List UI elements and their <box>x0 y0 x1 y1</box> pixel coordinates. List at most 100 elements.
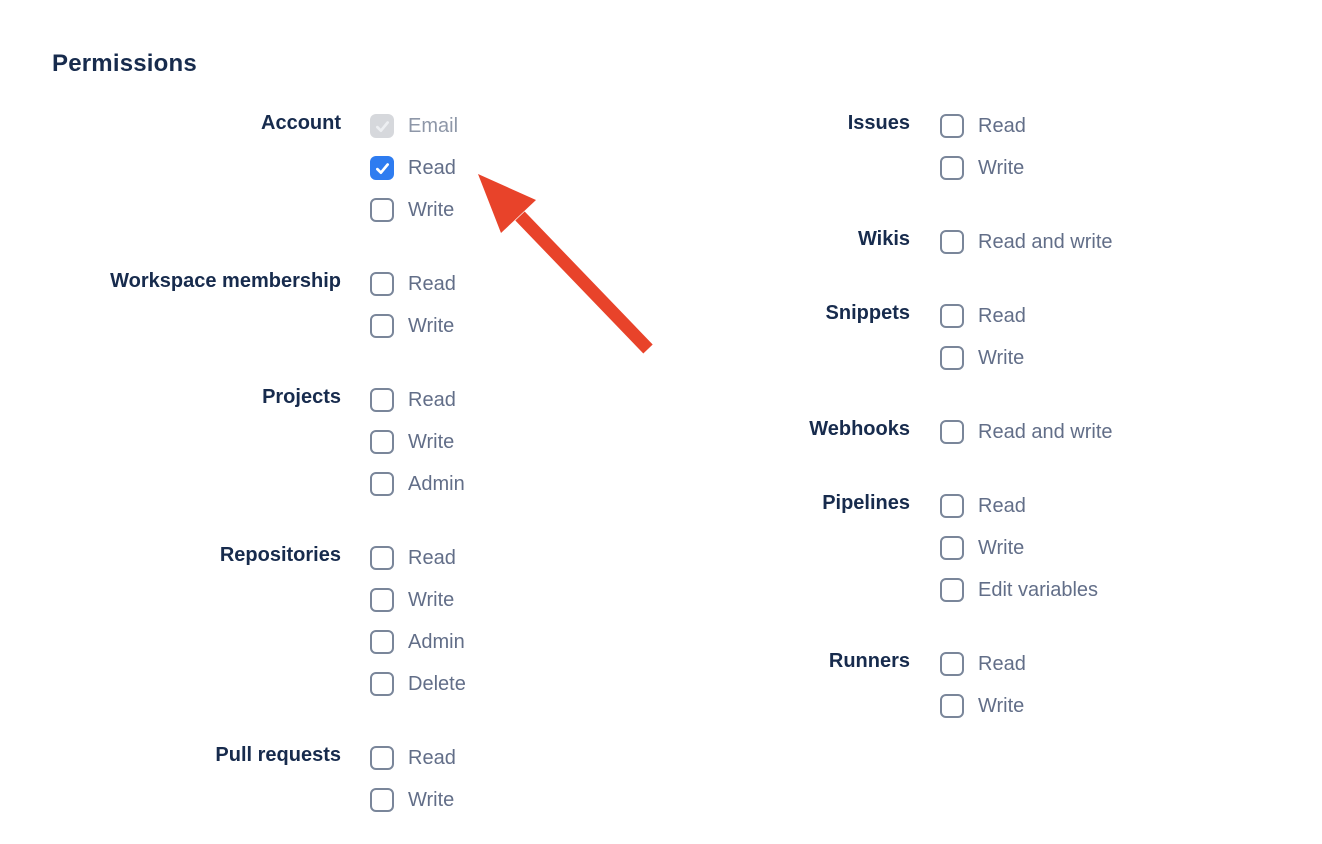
group-label-account: Account <box>261 112 341 134</box>
permission-group-snippets: Snippets Read Write <box>700 298 1113 388</box>
permission-group-wikis: Wikis Read and write <box>700 224 1113 272</box>
permission-row-runners-write[interactable]: Write <box>940 694 1026 718</box>
permission-row-repositories-read[interactable]: Read <box>370 546 466 570</box>
permission-row-snippets-read[interactable]: Read <box>940 304 1026 328</box>
runners-write-checkbox[interactable] <box>940 694 964 718</box>
runners-read-label: Read <box>978 652 1026 675</box>
permission-group-pipelines: Pipelines Read Write Edit variables <box>700 488 1113 620</box>
projects-admin-label: Admin <box>408 472 465 495</box>
group-label-workspace-membership: Workspace membership <box>110 270 341 292</box>
runners-read-checkbox[interactable] <box>940 652 964 676</box>
permission-row-issues-read[interactable]: Read <box>940 114 1026 138</box>
permission-group-account: Account Email Read Write <box>52 108 466 240</box>
permission-row-projects-write[interactable]: Write <box>370 430 465 454</box>
repositories-read-checkbox[interactable] <box>370 546 394 570</box>
pipelines-read-label: Read <box>978 494 1026 517</box>
permission-row-workspace-membership-read[interactable]: Read <box>370 272 456 296</box>
permission-row-webhooks-read-and-write[interactable]: Read and write <box>940 420 1113 444</box>
group-rows-repositories: Read Write Admin Delete <box>370 540 466 714</box>
permission-group-issues: Issues Read Write <box>700 108 1113 198</box>
projects-read-checkbox[interactable] <box>370 388 394 412</box>
webhooks-read-and-write-label: Read and write <box>978 420 1113 443</box>
repositories-write-checkbox[interactable] <box>370 588 394 612</box>
group-rows-pull-requests: Read Write <box>370 740 456 830</box>
repositories-delete-checkbox[interactable] <box>370 672 394 696</box>
pull-requests-write-label: Write <box>408 788 455 811</box>
permission-row-projects-read[interactable]: Read <box>370 388 465 412</box>
account-read-checkbox[interactable] <box>370 156 394 180</box>
workspace-membership-write-label: Write <box>408 314 455 337</box>
permission-row-pull-requests-write[interactable]: Write <box>370 788 456 812</box>
wikis-read-and-write-label: Read and write <box>978 230 1113 253</box>
permission-row-wikis-read-and-write[interactable]: Read and write <box>940 230 1113 254</box>
permission-row-repositories-write[interactable]: Write <box>370 588 466 612</box>
group-label-runners: Runners <box>828 650 910 672</box>
pipelines-edit-variables-checkbox[interactable] <box>940 578 964 602</box>
issues-read-label: Read <box>978 114 1026 137</box>
permission-row-account-write[interactable]: Write <box>370 198 458 222</box>
workspace-membership-read-checkbox[interactable] <box>370 272 394 296</box>
projects-read-label: Read <box>408 388 456 411</box>
permissions-heading: Permissions <box>52 50 197 77</box>
group-label-snippets: Snippets <box>825 302 910 324</box>
repositories-read-label: Read <box>408 546 456 569</box>
permission-row-pull-requests-read[interactable]: Read <box>370 746 456 770</box>
group-rows-projects: Read Write Admin <box>370 382 465 514</box>
workspace-membership-write-checkbox[interactable] <box>370 314 394 338</box>
permission-row-runners-read[interactable]: Read <box>940 652 1026 676</box>
permission-row-account-read[interactable]: Read <box>370 156 458 180</box>
issues-write-checkbox[interactable] <box>940 156 964 180</box>
snippets-read-checkbox[interactable] <box>940 304 964 328</box>
snippets-write-label: Write <box>978 346 1025 369</box>
group-rows-account: Email Read Write <box>370 108 458 240</box>
permission-row-projects-admin[interactable]: Admin <box>370 472 465 496</box>
group-label-issues: Issues <box>847 112 910 134</box>
permission-group-webhooks: Webhooks Read and write <box>700 414 1113 462</box>
permission-row-workspace-membership-write[interactable]: Write <box>370 314 456 338</box>
permission-group-pull-requests: Pull requests Read Write <box>52 740 466 830</box>
pull-requests-write-checkbox[interactable] <box>370 788 394 812</box>
workspace-membership-read-label: Read <box>408 272 456 295</box>
repositories-delete-label: Delete <box>408 672 466 695</box>
group-label-pull-requests: Pull requests <box>215 744 341 766</box>
permission-row-issues-write[interactable]: Write <box>940 156 1026 180</box>
repositories-write-label: Write <box>408 588 455 611</box>
permission-row-snippets-write[interactable]: Write <box>940 346 1026 370</box>
projects-write-label: Write <box>408 430 455 453</box>
pipelines-read-checkbox[interactable] <box>940 494 964 518</box>
permissions-column-left: Account Email Read Write Workspace membe… <box>52 108 466 844</box>
group-rows-pipelines: Read Write Edit variables <box>940 488 1098 620</box>
pull-requests-read-checkbox[interactable] <box>370 746 394 770</box>
permission-group-workspace-membership: Workspace membership Read Write <box>52 266 466 356</box>
group-rows-issues: Read Write <box>940 108 1026 198</box>
group-label-pipelines: Pipelines <box>822 492 910 514</box>
repositories-admin-checkbox[interactable] <box>370 630 394 654</box>
account-write-checkbox[interactable] <box>370 198 394 222</box>
pipelines-write-checkbox[interactable] <box>940 536 964 560</box>
group-rows-wikis: Read and write <box>940 224 1113 272</box>
group-rows-runners: Read Write <box>940 646 1026 736</box>
group-rows-workspace-membership: Read Write <box>370 266 456 356</box>
webhooks-read-and-write-checkbox[interactable] <box>940 420 964 444</box>
group-label-repositories: Repositories <box>219 544 341 566</box>
snippets-read-label: Read <box>978 304 1026 327</box>
issues-read-checkbox[interactable] <box>940 114 964 138</box>
group-rows-snippets: Read Write <box>940 298 1026 388</box>
permission-row-repositories-admin[interactable]: Admin <box>370 630 466 654</box>
permission-row-account-email: Email <box>370 114 458 138</box>
wikis-read-and-write-checkbox[interactable] <box>940 230 964 254</box>
permission-group-runners: Runners Read Write <box>700 646 1113 736</box>
permission-group-repositories: Repositories Read Write Admin Delete <box>52 540 466 714</box>
projects-write-checkbox[interactable] <box>370 430 394 454</box>
permission-row-pipelines-read[interactable]: Read <box>940 494 1098 518</box>
permission-row-pipelines-edit-variables[interactable]: Edit variables <box>940 578 1098 602</box>
account-write-label: Write <box>408 198 455 221</box>
permission-row-repositories-delete[interactable]: Delete <box>370 672 466 696</box>
runners-write-label: Write <box>978 694 1025 717</box>
projects-admin-checkbox[interactable] <box>370 472 394 496</box>
permission-row-pipelines-write[interactable]: Write <box>940 536 1098 560</box>
permission-group-projects: Projects Read Write Admin <box>52 382 466 514</box>
account-email-checkbox <box>370 114 394 138</box>
snippets-write-checkbox[interactable] <box>940 346 964 370</box>
